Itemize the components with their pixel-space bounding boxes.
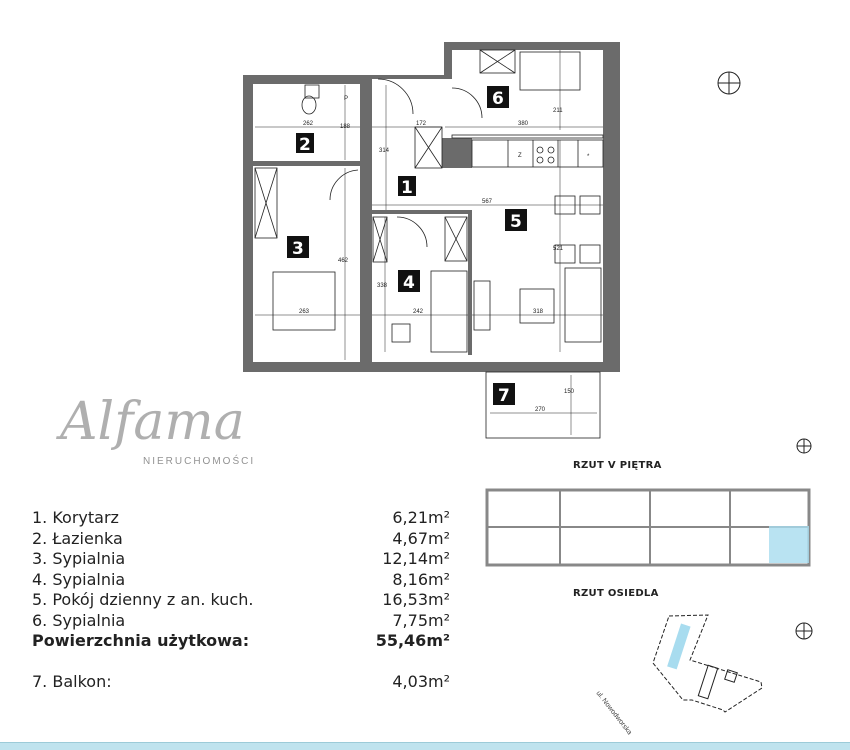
compass-icon	[717, 71, 813, 640]
room-label-7: 7	[498, 386, 510, 406]
svg-text:*: *	[587, 154, 590, 160]
site-plan-title: RZUT OSIEDLA	[573, 588, 659, 599]
svg-text:462: 462	[338, 258, 349, 264]
building-floor-plan	[485, 488, 811, 567]
svg-text:172: 172	[416, 121, 427, 127]
room-label-4: 4	[403, 273, 415, 293]
room-label-1: 1	[401, 178, 413, 198]
svg-text:242: 242	[413, 309, 424, 315]
svg-text:567: 567	[482, 199, 493, 205]
room-label-6: 6	[492, 89, 504, 109]
room-label-5: 5	[510, 212, 522, 232]
svg-text:P: P	[344, 96, 348, 102]
svg-text:262: 262	[303, 121, 314, 127]
svg-text:263: 263	[299, 309, 310, 315]
svg-text:150: 150	[564, 389, 575, 395]
room-label-3: 3	[292, 239, 304, 259]
svg-text:188: 188	[340, 124, 351, 130]
svg-text:Z: Z	[518, 153, 522, 159]
dimension-lines	[255, 50, 603, 435]
room-labels: 2 1 3 4 5 6 7	[287, 86, 527, 406]
svg-text:270: 270	[535, 407, 546, 413]
watermark-logo: Alfama	[60, 392, 245, 452]
svg-text:211: 211	[553, 108, 563, 114]
walls	[243, 42, 620, 372]
fixtures	[254, 49, 604, 439]
svg-text:380: 380	[518, 121, 529, 127]
watermark-subtitle: NIERUCHOMOŚCI	[143, 456, 256, 467]
svg-text:338: 338	[377, 283, 388, 289]
svg-text:318: 318	[533, 309, 544, 315]
site-plan	[652, 614, 763, 713]
apartment-highlight	[769, 526, 809, 563]
svg-text:521: 521	[553, 246, 564, 252]
floor-plan-title: RZUT V PIĘTRA	[573, 460, 662, 471]
dimension-labels: 262 188 172 380 211 314 567 521 462 263 …	[299, 96, 590, 413]
legend-row: 5. Pokój dzienny z an. kuch.16,53m²	[32, 590, 450, 609]
footer-band	[0, 742, 850, 750]
legend-balcony: 7. Balkon:4,03m²	[32, 671, 450, 691]
svg-text:314: 314	[379, 148, 390, 154]
room-label-2: 2	[299, 135, 311, 155]
legend-total: Powierzchnia użytkowa:55,46m²	[32, 631, 450, 650]
